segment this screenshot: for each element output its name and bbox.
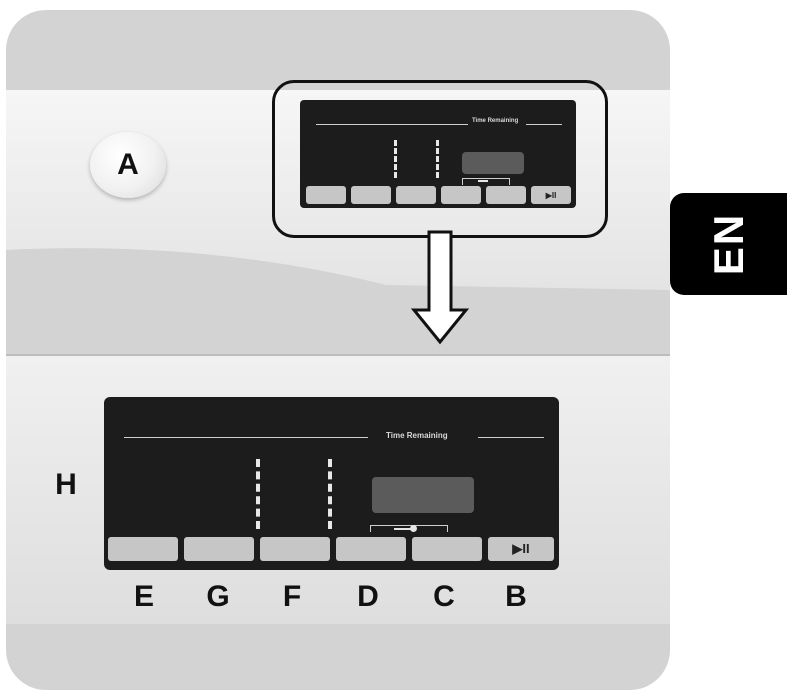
lock-bracket bbox=[462, 178, 510, 185]
lock-icon bbox=[394, 528, 412, 530]
label-c: C bbox=[433, 580, 455, 613]
label-e: E bbox=[133, 580, 154, 613]
lock-icon-dot bbox=[410, 525, 417, 532]
button-e[interactable] bbox=[108, 537, 178, 561]
time-screen bbox=[372, 477, 474, 513]
button-c[interactable] bbox=[486, 186, 526, 204]
button-d[interactable] bbox=[336, 537, 406, 561]
language-code: EN bbox=[704, 212, 752, 276]
time-remaining-label: Time Remaining bbox=[472, 118, 519, 124]
button-g[interactable] bbox=[351, 186, 391, 204]
button-e[interactable] bbox=[306, 186, 346, 204]
label-b: B bbox=[505, 580, 527, 613]
display-panel-large: Time Remaining ▶II bbox=[104, 397, 559, 570]
down-arrow-icon bbox=[410, 230, 470, 345]
time-remaining-label: Time Remaining bbox=[386, 431, 448, 440]
lock-icon bbox=[478, 180, 488, 182]
display-rule-right bbox=[526, 124, 562, 125]
label-h: H bbox=[55, 468, 77, 501]
display-panel-small: Time Remaining ▶II bbox=[300, 100, 576, 208]
digit-separator-1 bbox=[394, 140, 397, 178]
digit-separator-2 bbox=[436, 140, 439, 178]
digit-separator-1 bbox=[256, 459, 260, 529]
zoom-frame bbox=[272, 80, 608, 238]
language-tab: EN bbox=[670, 193, 787, 295]
label-f: F bbox=[282, 580, 302, 613]
program-dial[interactable]: A bbox=[90, 132, 166, 198]
button-f[interactable] bbox=[396, 186, 436, 204]
display-rule-right bbox=[478, 437, 544, 438]
display-rule-left bbox=[124, 437, 368, 438]
label-d: D bbox=[357, 580, 379, 613]
display-rule-left bbox=[316, 124, 468, 125]
button-b-play-pause[interactable]: ▶II bbox=[531, 186, 571, 204]
button-b-play-pause[interactable]: ▶II bbox=[488, 537, 554, 561]
button-c[interactable] bbox=[412, 537, 482, 561]
time-screen bbox=[462, 152, 524, 174]
button-f[interactable] bbox=[260, 537, 330, 561]
label-g: G bbox=[206, 580, 230, 613]
button-g[interactable] bbox=[184, 537, 254, 561]
lock-bracket bbox=[370, 525, 448, 532]
button-d[interactable] bbox=[441, 186, 481, 204]
digit-separator-2 bbox=[328, 459, 332, 529]
dial-label: A bbox=[117, 148, 139, 181]
